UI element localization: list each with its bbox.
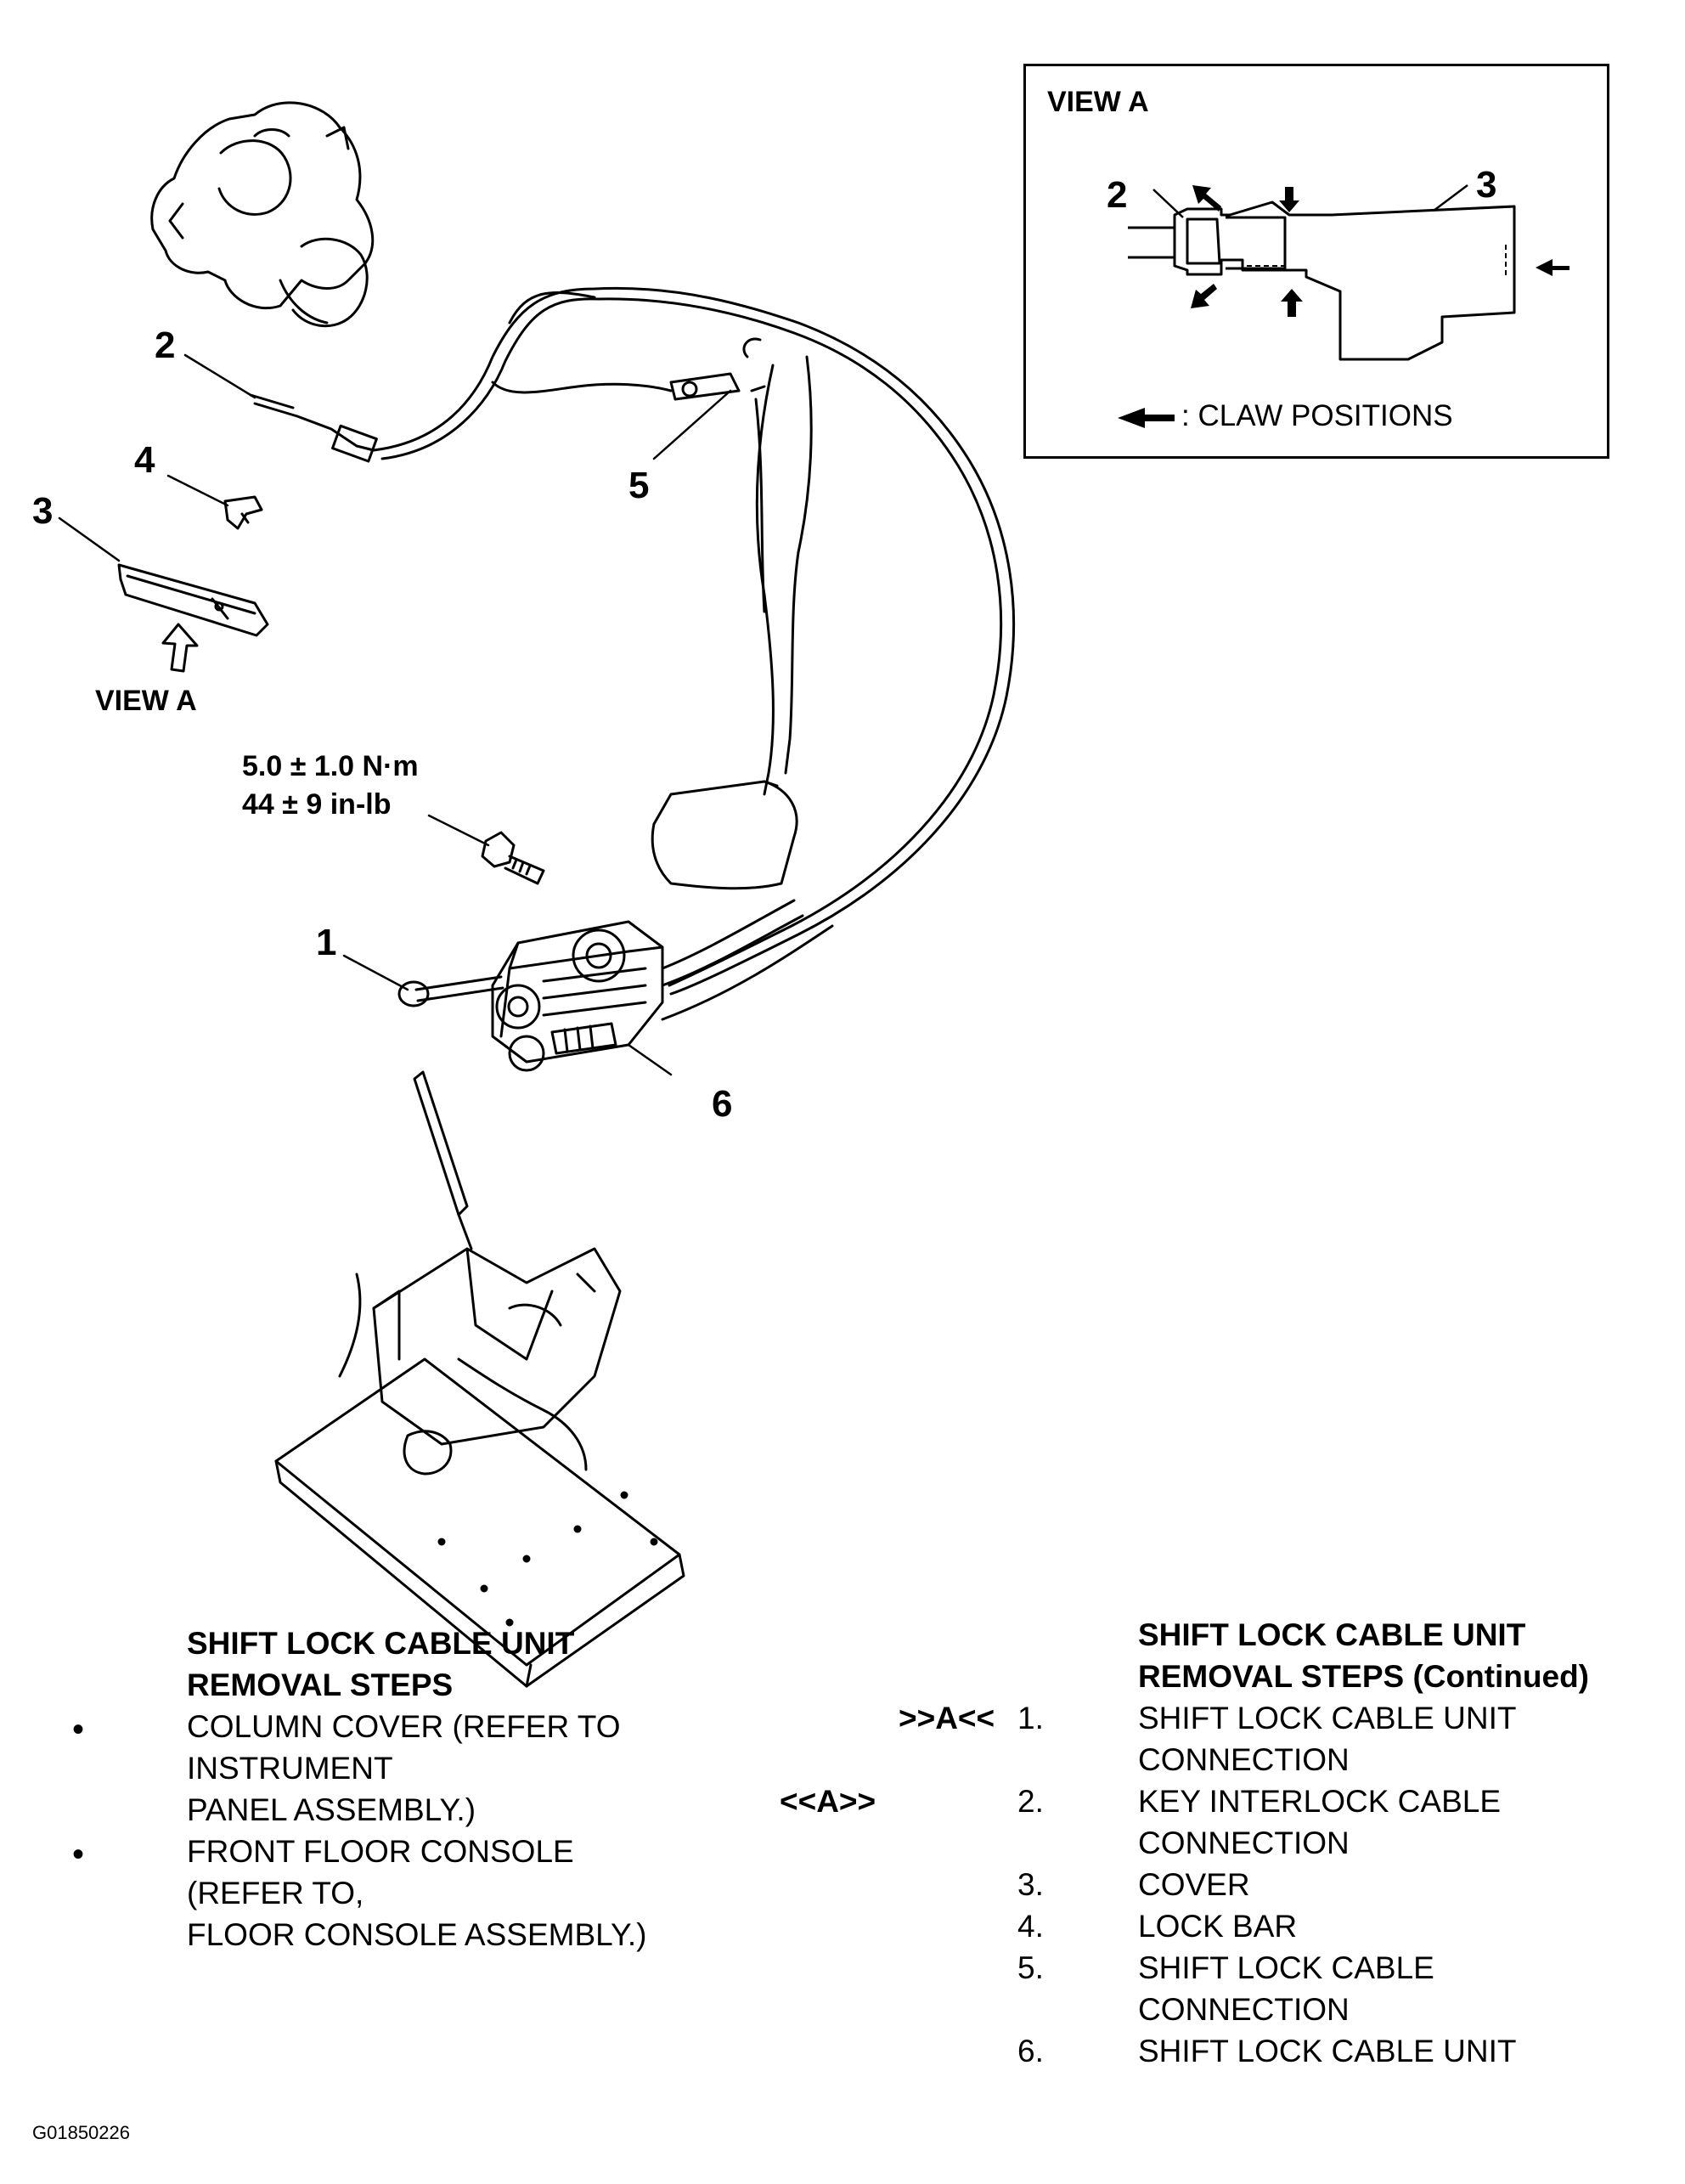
shift-lock-cable-unit [397, 899, 834, 1072]
step-3-l1: COVER [1138, 1867, 1250, 1902]
step-2-l2: CONNECTION [1138, 1826, 1350, 1860]
figure-id: G01850226 [32, 2122, 130, 2143]
claw-positions-legend: : CLAW POSITIONS [1181, 399, 1453, 432]
marker-a-install: >>A<< [899, 1701, 995, 1735]
step-num-5: 5. [1017, 1950, 1044, 1985]
step-4-l1: LOCK BAR [1138, 1909, 1298, 1944]
view-a-callout-3: 3 [1476, 164, 1497, 206]
view-a-drawing [1118, 184, 1569, 428]
step-1-l2: CONNECTION [1138, 1742, 1350, 1777]
right-title-line2: REMOVAL STEPS (Continued) [1138, 1659, 1590, 1694]
view-a-callout-2: 2 [1107, 174, 1128, 216]
step-floor-console-l2: (REFER TO, [187, 1876, 364, 1910]
right-title-line1: SHIFT LOCK CABLE UNIT [1138, 1617, 1526, 1652]
callout-3: 3 [32, 490, 54, 532]
callout-6: 6 [712, 1083, 733, 1125]
step-floor-console-l3: FLOOR CONSOLE ASSEMBLY.) [187, 1917, 647, 1952]
step-num-4: 4. [1017, 1909, 1044, 1944]
marker-a-remove: <<A>> [780, 1784, 876, 1819]
bolt [481, 831, 545, 885]
step-column-cover-l2: INSTRUMENT [187, 1751, 393, 1786]
claw-position-arrows [1118, 185, 1569, 428]
left-title-line1: SHIFT LOCK CABLE UNIT [187, 1626, 575, 1661]
brake-pedal [651, 355, 813, 890]
step-6-l1: SHIFT LOCK CABLE UNIT [1138, 2034, 1517, 2068]
torque-spec-nm: 5.0 ± 1.0 N·m [242, 750, 419, 782]
lock-bar-part [223, 495, 263, 530]
shift-lever-assembly [274, 1070, 685, 1688]
view-a-label: VIEW A [95, 685, 197, 717]
callout-5: 5 [628, 465, 650, 506]
steering-column-lock-housing [150, 101, 375, 328]
step-num-6: 6. [1017, 2034, 1044, 2068]
step-column-cover-l1: COLUMN COVER (REFER TO [187, 1709, 621, 1744]
left-title-line2: REMOVAL STEPS [187, 1668, 454, 1702]
shift-lock-cable-end [742, 337, 766, 392]
step-5-l2: CONNECTION [1138, 1992, 1350, 2027]
cover-part [117, 563, 269, 637]
key-interlock-cable [249, 286, 1016, 996]
step-1-l1: SHIFT LOCK CABLE UNIT [1138, 1701, 1517, 1735]
step-num-1: 1. [1017, 1701, 1044, 1735]
step-floor-console-l1: FRONT FLOOR CONSOLE [187, 1834, 574, 1869]
callout-2: 2 [155, 324, 176, 366]
callout-leaders [58, 353, 732, 1076]
step-5-l1: SHIFT LOCK CABLE [1138, 1950, 1434, 1985]
step-num-2: 2. [1017, 1784, 1044, 1819]
step-2-l1: KEY INTERLOCK CABLE [1138, 1784, 1502, 1819]
step-num-3: 3. [1017, 1867, 1044, 1902]
bullet-1: • [72, 1711, 85, 1748]
torque-spec-inlb: 44 ± 9 in-lb [242, 788, 392, 821]
view-a-title: VIEW A [1047, 86, 1149, 118]
callout-4: 4 [134, 439, 155, 481]
view-a-inset: VIEW A 2 3 : CLAW POSITIONS [1023, 64, 1609, 459]
view-a-arrow [161, 623, 199, 673]
step-column-cover-l3: PANEL ASSEMBLY.) [187, 1792, 476, 1827]
bullet-2: • [72, 1836, 85, 1873]
callout-1: 1 [316, 922, 337, 963]
